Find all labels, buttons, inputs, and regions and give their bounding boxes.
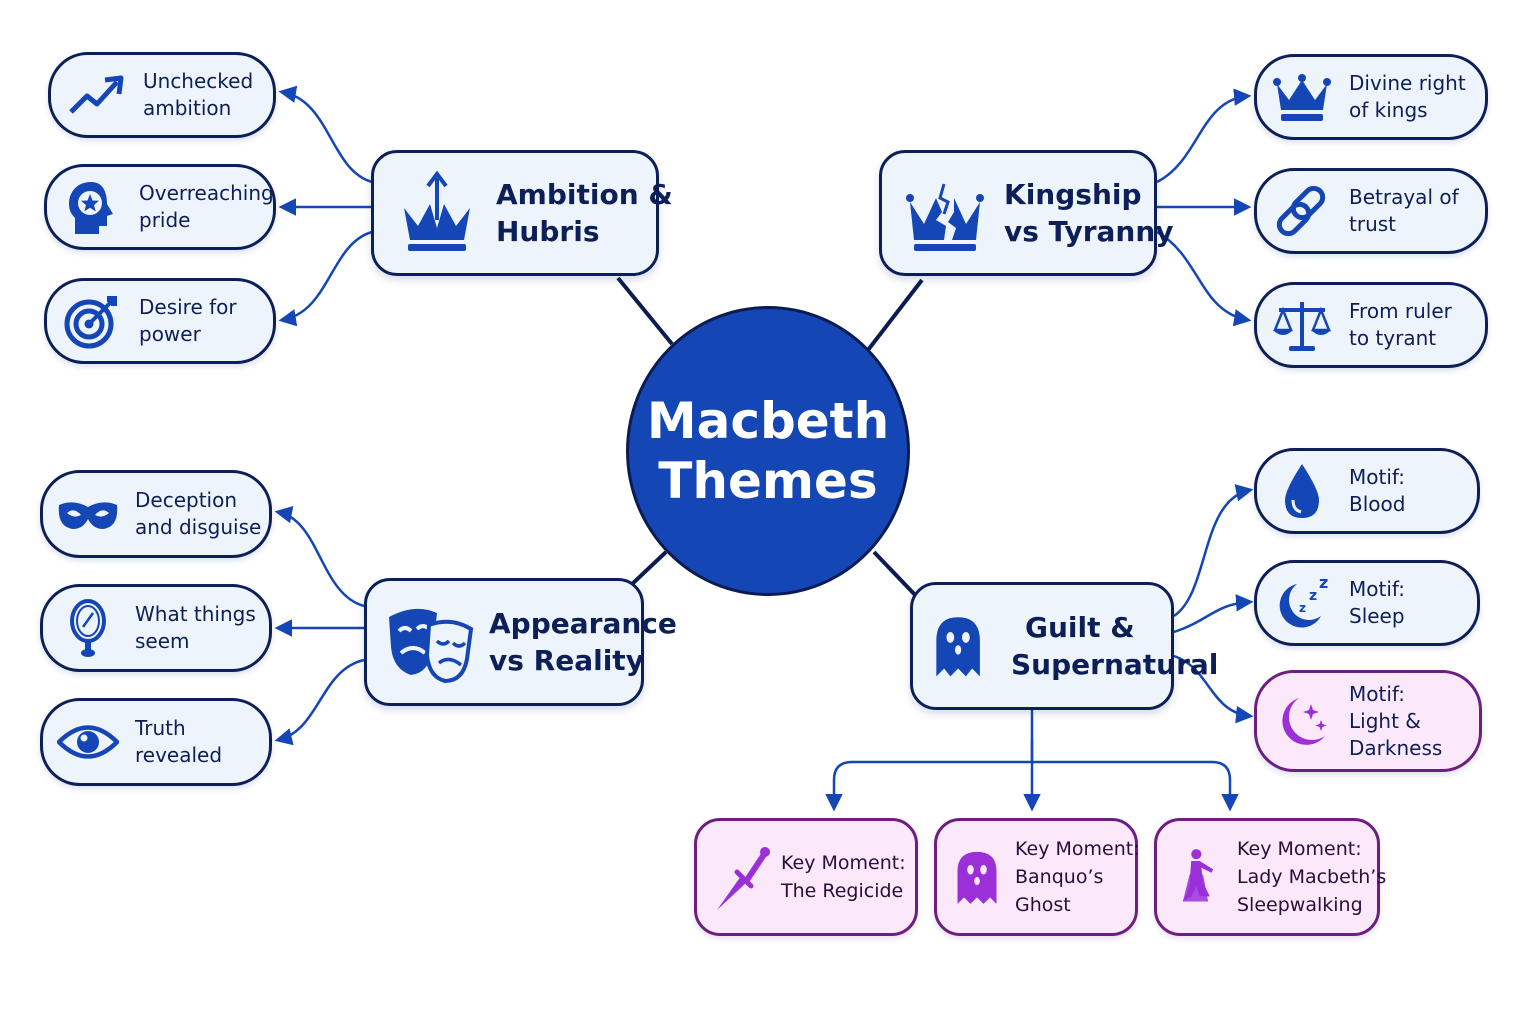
moment-label-line3: Sleepwalking xyxy=(1237,894,1363,916)
trend-up-icon xyxy=(69,75,124,114)
moment-label-line1: Key Moment: xyxy=(1237,838,1362,860)
leaf-betrayal-of-trust[interactable]: Betrayal of trust xyxy=(1254,168,1488,254)
hub-title-line1: Appearance xyxy=(489,607,677,640)
svg-text:z: z xyxy=(1319,573,1328,592)
leaf-label-line1: What things xyxy=(135,602,256,626)
theme-kingship-tyranny[interactable]: Kingship vs Tyranny xyxy=(879,150,1174,276)
leaf-label-line2: Blood xyxy=(1349,492,1406,516)
leaf-label-line2: seem xyxy=(135,629,190,653)
leaf-label-line2: of kings xyxy=(1349,98,1428,122)
leaf-truth-revealed[interactable]: Truth revealed xyxy=(40,698,272,786)
ghost-icon xyxy=(936,617,980,677)
leaf-label-line2: ambition xyxy=(143,96,232,120)
leaf-label-line1: Unchecked xyxy=(143,69,254,93)
leaf-label-line2: and disguise xyxy=(135,515,262,539)
blood-drop-icon xyxy=(1285,464,1319,518)
svg-text:z: z xyxy=(1309,588,1317,604)
leaf-label-line2: pride xyxy=(139,208,191,232)
ghost-icon xyxy=(957,851,997,904)
leaf-label-line2: Light & xyxy=(1349,708,1421,733)
leaf-label-line1: Desire for xyxy=(139,295,237,319)
mask-icon xyxy=(58,502,118,529)
leaf-label-line1: Betrayal of xyxy=(1349,185,1459,209)
sleepwalker-icon xyxy=(1182,849,1214,902)
center-node: Macbeth Themes xyxy=(626,306,910,596)
crown-icon xyxy=(1273,74,1331,121)
leaf-label-line1: Deception xyxy=(135,488,238,512)
leaf-deception-disguise[interactable]: Deception and disguise xyxy=(40,470,272,558)
leaf-what-things-seem[interactable]: What things seem xyxy=(40,584,272,672)
leaf-label-line1: Motif: xyxy=(1349,681,1405,706)
center-title-line2: Themes xyxy=(658,452,878,510)
hub-title-line2: Hubris xyxy=(496,215,600,248)
theme-ambition-hubris[interactable]: Ambition & Hubris xyxy=(371,150,673,276)
hub-title-line2: vs Tyranny xyxy=(1004,215,1174,248)
moment-label-line1: Key Moment: xyxy=(781,852,906,874)
leaf-motif-blood[interactable]: Motif: Blood xyxy=(1254,448,1480,534)
theater-masks-icon xyxy=(389,608,474,684)
hub-title-line2: vs Reality xyxy=(489,644,644,677)
leaf-label-line1: Overreaching xyxy=(139,181,274,205)
moment-label-line2: Banquo’s xyxy=(1015,866,1104,888)
leaf-label-line1: Motif: xyxy=(1349,577,1405,601)
eye-icon xyxy=(57,725,119,759)
svg-text:z: z xyxy=(1299,601,1306,615)
leaf-label-line2: revealed xyxy=(135,743,223,767)
moment-label-line3: Ghost xyxy=(1015,894,1071,916)
leaf-desire-for-power[interactable]: Desire for power xyxy=(44,278,276,364)
theme-guilt-supernatural[interactable]: Guilt & Supernatural xyxy=(910,582,1218,710)
leaf-label-line1: Motif: xyxy=(1349,465,1405,489)
hub-title-line1: Kingship xyxy=(1004,178,1142,211)
leaf-motif-sleep[interactable]: z z z Motif: Sleep xyxy=(1254,560,1480,646)
leaf-unchecked-ambition[interactable]: Unchecked ambition xyxy=(48,52,276,138)
hub-title-line2: Supernatural xyxy=(1011,648,1219,681)
leaf-label-line1: Divine right xyxy=(1349,71,1466,95)
leaf-label-line2: to tyrant xyxy=(1349,326,1437,350)
scales-icon xyxy=(1273,302,1331,351)
center-title-line1: Macbeth xyxy=(646,392,890,450)
leaf-label-line1: From ruler xyxy=(1349,299,1452,323)
leaf-motif-light-darkness[interactable]: Motif: Light & Darkness xyxy=(1254,670,1482,772)
hub-title-line1: Ambition & xyxy=(496,178,673,211)
leaf-label-line2: trust xyxy=(1349,212,1397,236)
leaf-divine-right[interactable]: Divine right of kings xyxy=(1254,54,1488,140)
moment-label-line1: Key Moment: xyxy=(1015,838,1140,860)
dagger-icon xyxy=(717,847,770,910)
moment-regicide[interactable]: Key Moment: The Regicide xyxy=(694,818,918,936)
leaf-label-line1: Truth xyxy=(135,716,186,740)
leaf-overreaching-pride[interactable]: Overreaching pride xyxy=(44,164,276,250)
hub-title-line1: Guilt & xyxy=(1025,611,1135,644)
theme-appearance-reality[interactable]: Appearance vs Reality xyxy=(364,578,677,706)
moment-sleepwalking[interactable]: Key Moment: Lady Macbeth’s Sleepwalking xyxy=(1154,818,1386,936)
leaf-label-line3: Darkness xyxy=(1349,735,1443,760)
moon-stars-icon xyxy=(1282,698,1327,745)
moon-zzz-icon: z z z xyxy=(1279,573,1328,628)
leaf-label-line2: power xyxy=(139,322,201,346)
moment-label-line2: Lady Macbeth’s xyxy=(1237,866,1387,888)
leaf-ruler-to-tyrant[interactable]: From ruler to tyrant xyxy=(1254,282,1488,368)
head-star-icon xyxy=(69,182,113,234)
target-icon xyxy=(64,296,117,349)
moment-banquos-ghost[interactable]: Key Moment: Banquo’s Ghost xyxy=(934,818,1140,936)
broken-link-icon xyxy=(1276,185,1326,237)
broken-crown-icon xyxy=(906,183,984,251)
mirror-icon xyxy=(70,599,106,657)
leaf-label-line2: Sleep xyxy=(1349,604,1405,628)
moment-label-line2: The Regicide xyxy=(781,880,904,902)
crown-arrow-icon xyxy=(404,170,470,251)
